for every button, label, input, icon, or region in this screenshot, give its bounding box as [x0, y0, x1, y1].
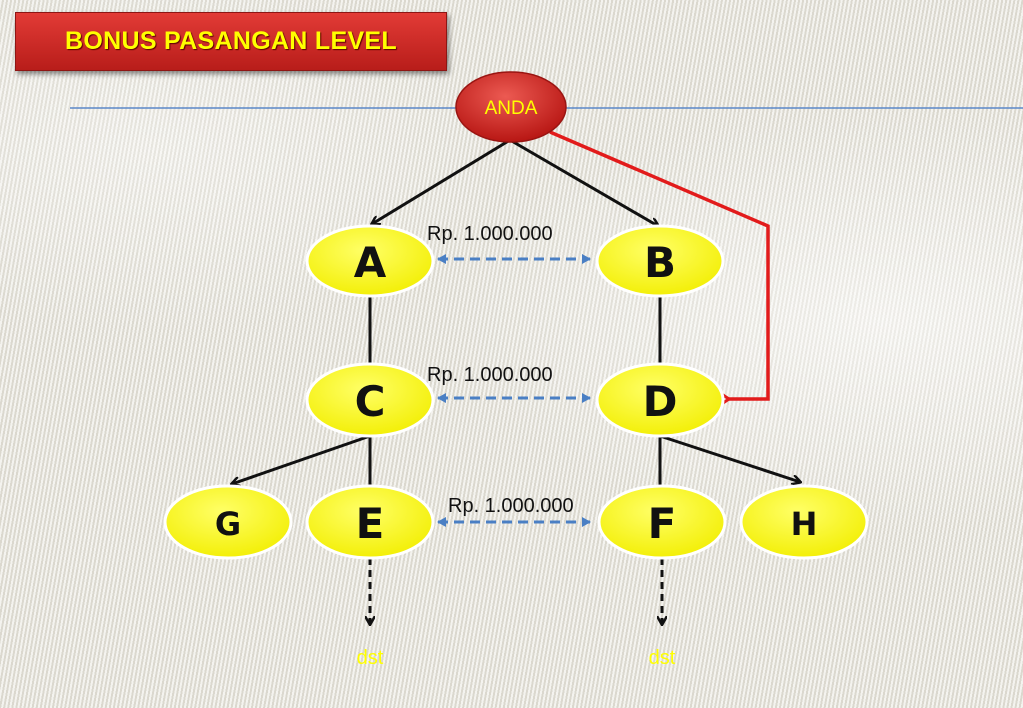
node-g-label: G [215, 505, 241, 543]
continuation-label-right: dst [649, 647, 676, 669]
connector-anda-b [509, 138, 658, 226]
connector-anda-a [372, 138, 511, 224]
node-a-label: A [354, 238, 387, 287]
node-f-label: F [648, 499, 677, 548]
node-e: E [305, 484, 435, 560]
bonus-label-level3: Rp. 1.000.000 [448, 495, 574, 517]
node-d: D [595, 362, 725, 438]
node-anda-label: ANDA [485, 98, 538, 119]
page-title: BONUS PASANGAN LEVEL [65, 27, 397, 55]
connector-c-g [232, 434, 371, 484]
connector-d-h [659, 434, 800, 482]
node-g: G [163, 484, 293, 560]
node-a: A [305, 224, 435, 298]
highlight-arrow [549, 130, 770, 399]
bonus-label-level2: Rp. 1.000.000 [427, 364, 553, 386]
bonus-label-level1: Rp. 1.000.000 [427, 223, 553, 245]
node-b: B [595, 224, 725, 298]
node-d-label: D [643, 377, 678, 426]
node-h-label: H [791, 505, 818, 543]
node-f: F [597, 484, 727, 560]
node-c-label: C [355, 377, 386, 426]
node-b-label: B [644, 238, 676, 287]
node-anda: ANDA [455, 71, 567, 143]
node-h: H [739, 484, 869, 560]
title-banner: BONUS PASANGAN LEVEL [15, 12, 447, 71]
node-e-label: E [356, 499, 385, 548]
node-c: C [305, 362, 435, 438]
continuation-label-left: dst [357, 647, 384, 669]
